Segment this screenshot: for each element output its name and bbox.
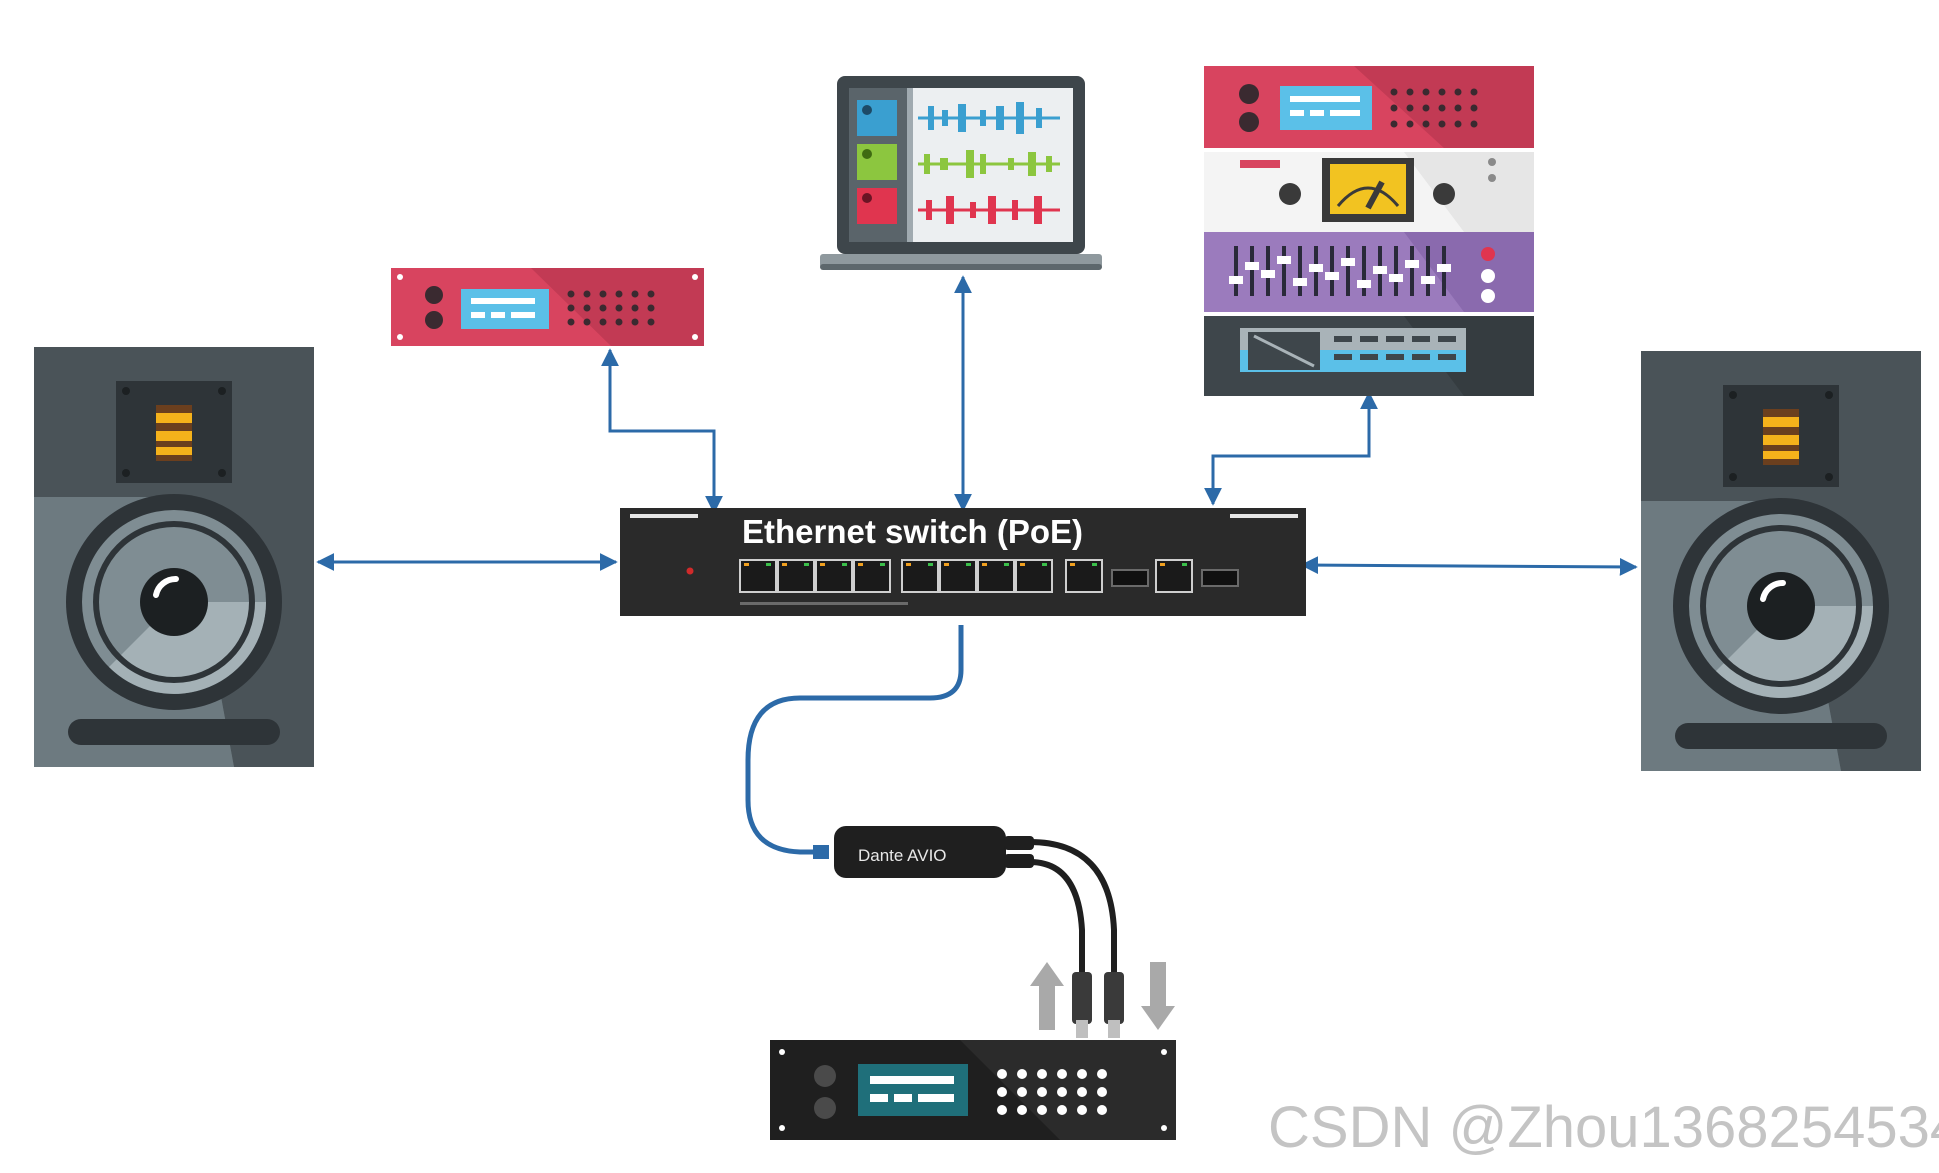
dante-avio-icon: Dante AVIO bbox=[813, 826, 1034, 878]
link-avio-cable bbox=[745, 625, 964, 855]
rack-unit-icon bbox=[391, 268, 704, 346]
speaker-icon bbox=[1641, 351, 1921, 771]
speaker-icon bbox=[34, 347, 314, 767]
laptop-icon bbox=[820, 76, 1102, 270]
rack-unit-red bbox=[391, 268, 704, 346]
ethernet-switch: Ethernet switch (PoE) bbox=[620, 508, 1306, 616]
rack-stack-icon bbox=[1204, 66, 1534, 396]
switch-label: Ethernet switch (PoE) bbox=[742, 513, 1083, 550]
avio-label: Dante AVIO bbox=[858, 846, 947, 865]
link-rack-unit bbox=[601, 348, 723, 514]
link-rack-stack bbox=[1204, 391, 1378, 506]
up-arrow-icon bbox=[1030, 962, 1064, 1030]
dante-avio: Dante AVIO bbox=[813, 826, 1034, 878]
speaker-left bbox=[34, 347, 314, 767]
rack-unit-bottom bbox=[770, 1040, 1176, 1140]
laptop bbox=[820, 76, 1102, 270]
link-right-speaker bbox=[1300, 556, 1638, 576]
rack-unit-icon bbox=[770, 1040, 1176, 1140]
connections bbox=[316, 275, 1638, 855]
xlr-cable-icon bbox=[1029, 859, 1085, 980]
watermark-text: CSDN @Zhou13682545343 bbox=[1268, 1095, 1939, 1160]
rack-stack bbox=[1204, 66, 1534, 396]
xlr-cable-icon bbox=[1029, 839, 1117, 980]
down-arrow-icon bbox=[1141, 962, 1175, 1030]
xlr-cables bbox=[1029, 839, 1175, 1038]
speaker-right bbox=[1641, 351, 1921, 771]
ethernet-switch-icon: Ethernet switch (PoE) bbox=[620, 508, 1306, 616]
